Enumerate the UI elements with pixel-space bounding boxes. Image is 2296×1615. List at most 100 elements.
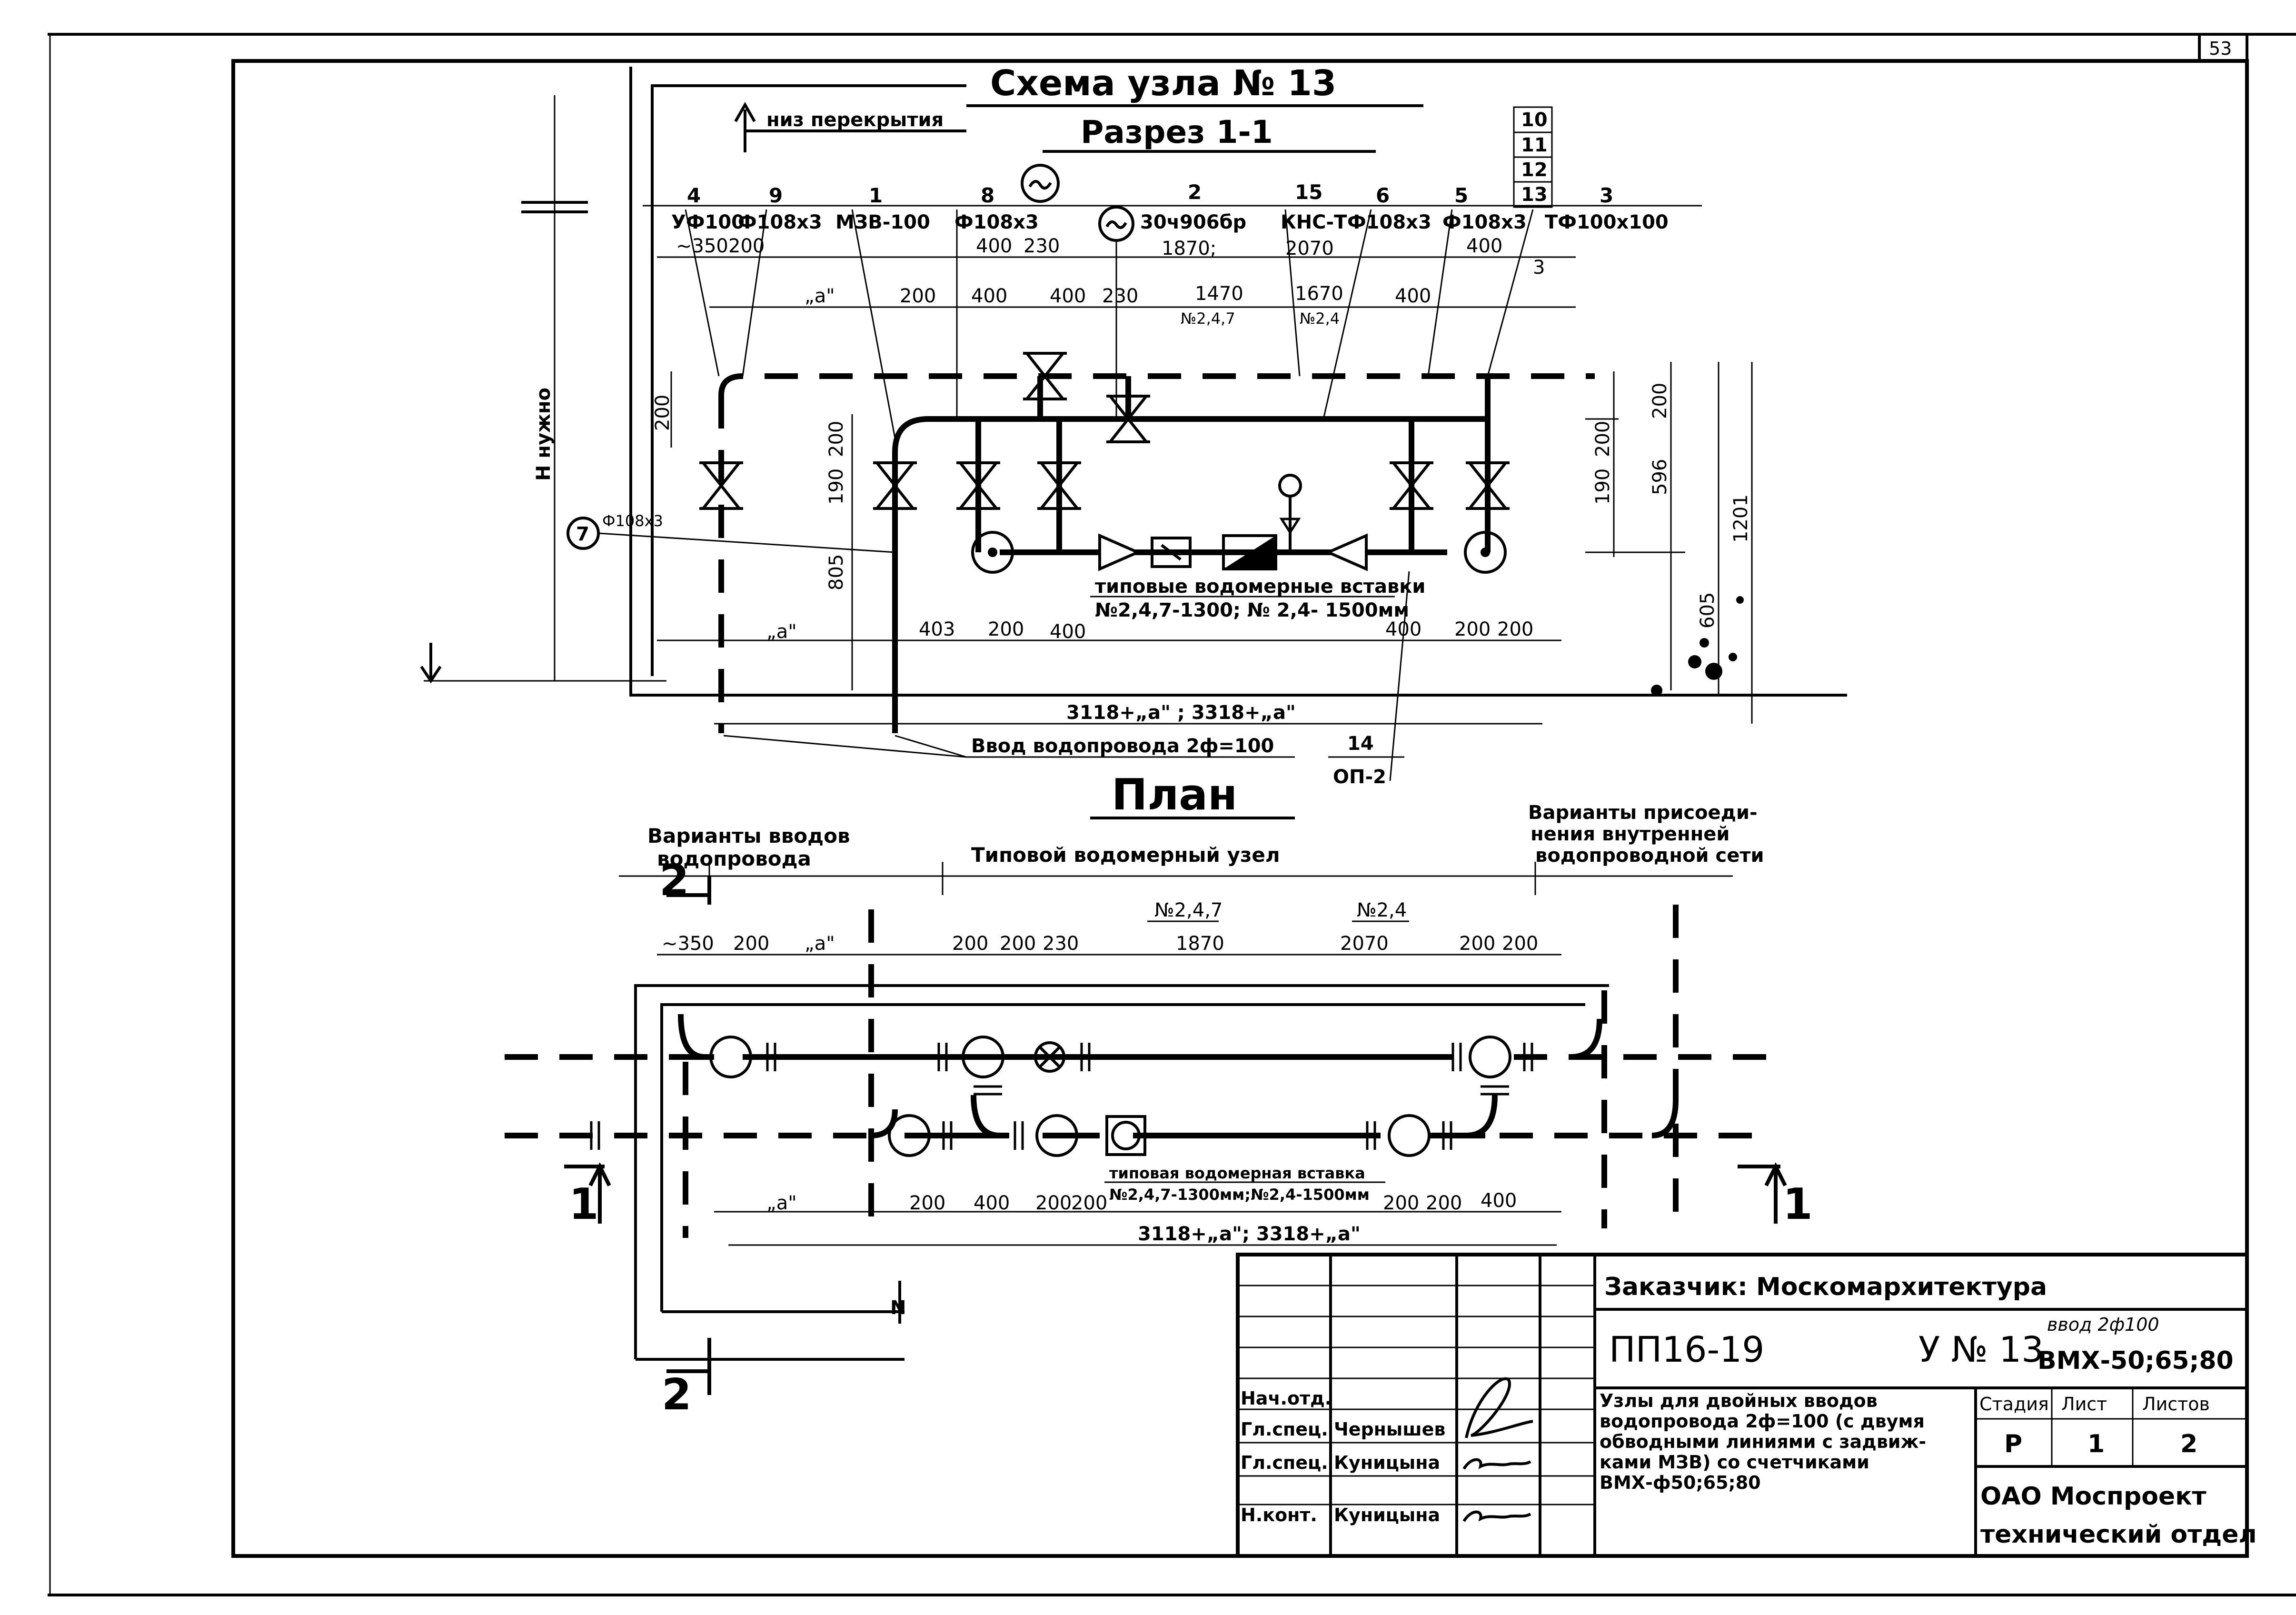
pos-no-5: 5 [1454,184,1468,207]
pos-spec-5: Ф108х3 [1442,211,1527,233]
tb-spec-top: ввод 2ф100 [2047,1314,2159,1335]
plan-lower-elbow-right [1651,1099,1679,1138]
section-subtitle: Разрез 1-1 [1081,114,1273,150]
pipe-top-bypass [718,373,1595,396]
section-insert-sizes: №2,4,7-1300; № 2,4- 1500мм [1095,599,1409,621]
tb-name-2: Чернышев [1334,1419,1445,1440]
plan-right-label-1: Варианты присоеди- [1528,802,1758,824]
vdim-190: 190 [825,469,847,505]
dim-row-1-labels: ~350 200 400 230 1870; 2070 400 3 [676,235,1545,279]
tb-role-2: Гл.спец. [1241,1419,1328,1440]
plan-valve-top-icon [1034,1041,1065,1073]
plan-wall-outer [634,984,1609,1359]
position-header: 4 УФ100 9 Ф108х3 1 МЗВ-100 8 Ф108х3 2 30… [643,180,1702,233]
ink-blot-1 [1688,655,1701,668]
dim-top2-a: „а" [805,285,835,307]
dim-top2-400b: 400 [1050,285,1086,307]
tb-role-3: Гл.спец. [1241,1452,1328,1473]
check-valve-icon [1324,533,1368,571]
plan-n24: №2,4 [1357,899,1407,921]
section-insert-label: типовые водомерные вставки [1095,576,1425,598]
dim-top1-230: 230 [1024,235,1060,257]
tb-desc-5: ВМХ-ф50;65;80 [1600,1472,1761,1493]
plan-bypass-down-right [1466,1095,1498,1138]
tee-circle-icon-2 [1464,531,1507,574]
signature-1 [1465,1377,1533,1438]
vdim-r-1201: 1201 [1730,494,1752,543]
tb-org: ОАО Моспроект [1980,1482,2207,1511]
leader-pos4 [685,209,720,377]
dim-top1-2070: 2070 [1285,238,1334,259]
plan-dt-200: 200 [733,933,769,955]
plan-dt-350: ~350 [662,933,714,955]
ink-blot-3 [1700,638,1709,648]
tb-spec-bottom: ВМХ-50;65;80 [2038,1346,2234,1375]
plan-db-200b: 200 [1035,1192,1072,1214]
position-leaders [685,209,1534,439]
dim-b-400b: 400 [1385,618,1421,640]
tb-customer: Заказчик: Москомархитектура [1604,1273,2047,1301]
height-label: Н нужно [533,388,555,481]
position-stack: 10 11 12 13 [1513,106,1553,208]
tb-desc-2: водопровода 2ф=100 (с двумя [1600,1411,1925,1432]
gauge-cock-icon [1279,518,1301,535]
tee-circle-icon [971,531,1014,574]
plan-left-label-1: Варианты вводов [647,824,850,847]
pipe-upper-main [892,416,1485,733]
dim-top1-200: 200 [728,235,765,257]
plan-lower-elbow-left [871,1109,898,1138]
dim-top2-400: 400 [971,285,1007,307]
plan-dt-200d: 200 [1459,933,1495,955]
plan-tee-icon-3 [1469,1036,1511,1078]
dim-top1-400: 400 [976,235,1012,257]
pos-no-6: 6 [1376,184,1390,207]
dim-top2-1670: 1670 [1295,283,1343,305]
ink-blots [1651,596,1744,696]
water-meter-body [1222,534,1277,570]
signature-2 [1462,1458,1531,1470]
tb-stage: Р [2004,1430,2022,1458]
vdim-r-200: 200 [1592,421,1614,457]
dim-top2-n24: №2,4 [1300,309,1340,328]
dim-row-2-labels: „а" 200 400 400 230 1470 1670 400 №2,4,7… [805,283,1431,328]
dim-top1-1870: 1870; [1162,238,1216,259]
sheet-number: 53 [2209,38,2232,59]
wall-outline-inner [651,84,966,676]
stack-12: 12 [1521,159,1548,181]
plan-title: План [1112,770,1237,820]
plan-dt-230: 230 [1043,933,1079,955]
plan-db-200e: 200 [1426,1192,1462,1214]
pos7-no: 7 [576,523,589,545]
dim-bottom-labels: „а" 403 200 400 400 200 200 [766,618,1533,643]
plan-total: 3118+„а"; 3318+„а" [1138,1223,1361,1245]
dim-top1-400b: 400 [1466,235,1502,257]
plan-pipeline [505,905,1771,1238]
gauge-wave-1 [1028,180,1052,189]
plan-dt-200b: 200 [952,933,988,955]
dim-top1-3: 3 [1533,257,1545,279]
plan-fittings [709,1036,1511,1157]
tb-dept: технический отдел [1980,1520,2257,1549]
dim-top1-350: ~350 [676,235,728,257]
section-title: Схема узла № 13 [990,63,1336,104]
dim-top2-230: 230 [1102,285,1138,307]
tb-col-sheets-label: Листов [2142,1394,2210,1415]
plan-insert-label: типовая водомерная вставка [1109,1164,1365,1182]
tb-role-1: Нач.отд. [1241,1388,1332,1409]
tb-node: У № 13 [1918,1329,2044,1370]
dim-top2-n247: №2,4,7 [1181,309,1235,328]
pos-no-2: 2 [1188,180,1202,204]
plan-insert-sizes: №2,4,7-1300мм;№2,4-1500мм [1109,1186,1370,1204]
floor-label: низ перекрытия [766,109,944,131]
dim-b-200: 200 [988,618,1024,640]
tee-dot-icon [988,548,997,557]
dim-top2-1470: 1470 [1195,283,1243,305]
pos-no-8: 8 [981,184,994,207]
pos-spec-1: МЗВ-100 [835,211,930,233]
pos-no-9: 9 [769,184,783,207]
plan-dt-a: „а" [805,933,835,955]
tb-role-4: Н.конт. [1241,1505,1317,1525]
plan-n247: №2,4,7 [1154,899,1223,921]
plan-dim-bottom-labels: „а" 200 400 200 200 200 200 400 [766,1190,1517,1214]
